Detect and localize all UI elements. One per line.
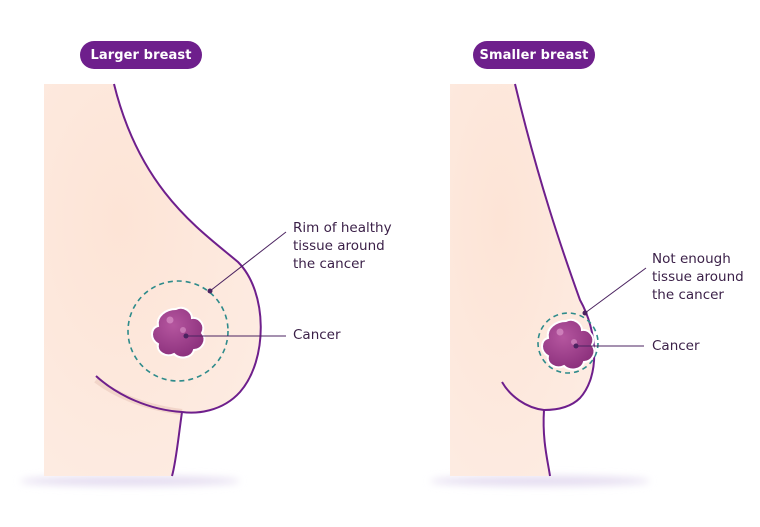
right-cancer-annotation: Cancer [652, 338, 700, 354]
left-rim-annotation-line: the cancer [293, 256, 365, 272]
right-panel-title: Smaller breast [473, 41, 595, 69]
right-rim-annotation-line: Not enough [652, 251, 731, 267]
left-cancer-annotation: Cancer [293, 327, 341, 343]
left-rim-annotation: Rim of healthy tissue around the cancer [293, 219, 392, 273]
right-rim-annotation-line: tissue around [652, 269, 744, 285]
left-panel-title: Larger breast [80, 41, 202, 69]
right-margin-circle [537, 312, 599, 374]
left-tumor-highlight [166, 316, 174, 324]
right-rim-annotation-line: the cancer [652, 287, 724, 303]
right-tumor [541, 318, 596, 371]
left-margin-circle [127, 280, 229, 382]
left-cancer-leader-dot [183, 333, 189, 339]
left-tumor [151, 306, 206, 359]
right-rim-leader-dot [582, 310, 588, 316]
right-chest-outline [542, 409, 551, 477]
left-tumor-highlight [180, 327, 186, 333]
left-breast-outline [95, 83, 262, 414]
left-breast [44, 83, 287, 477]
left-ground-shadow [20, 476, 240, 486]
left-rim-leader-dot [207, 288, 213, 294]
right-rim-leader-line [584, 267, 647, 314]
right-breast-shape [450, 84, 595, 476]
right-tumor-highlight [571, 339, 577, 345]
right-breast-outline [501, 83, 596, 412]
right-tumor-highlight [556, 328, 564, 336]
right-breast [450, 83, 647, 477]
left-breast-shape [44, 84, 261, 476]
right-ground-shadow [430, 476, 650, 486]
right-cancer-leader-dot [573, 343, 579, 349]
left-rim-leader-line [209, 231, 287, 292]
right-rim-annotation: Not enough tissue around the cancer [652, 250, 744, 304]
left-chest-outline [171, 411, 183, 477]
left-rim-annotation-line: Rim of healthy [293, 220, 392, 236]
left-rim-annotation-line: tissue around [293, 238, 385, 254]
